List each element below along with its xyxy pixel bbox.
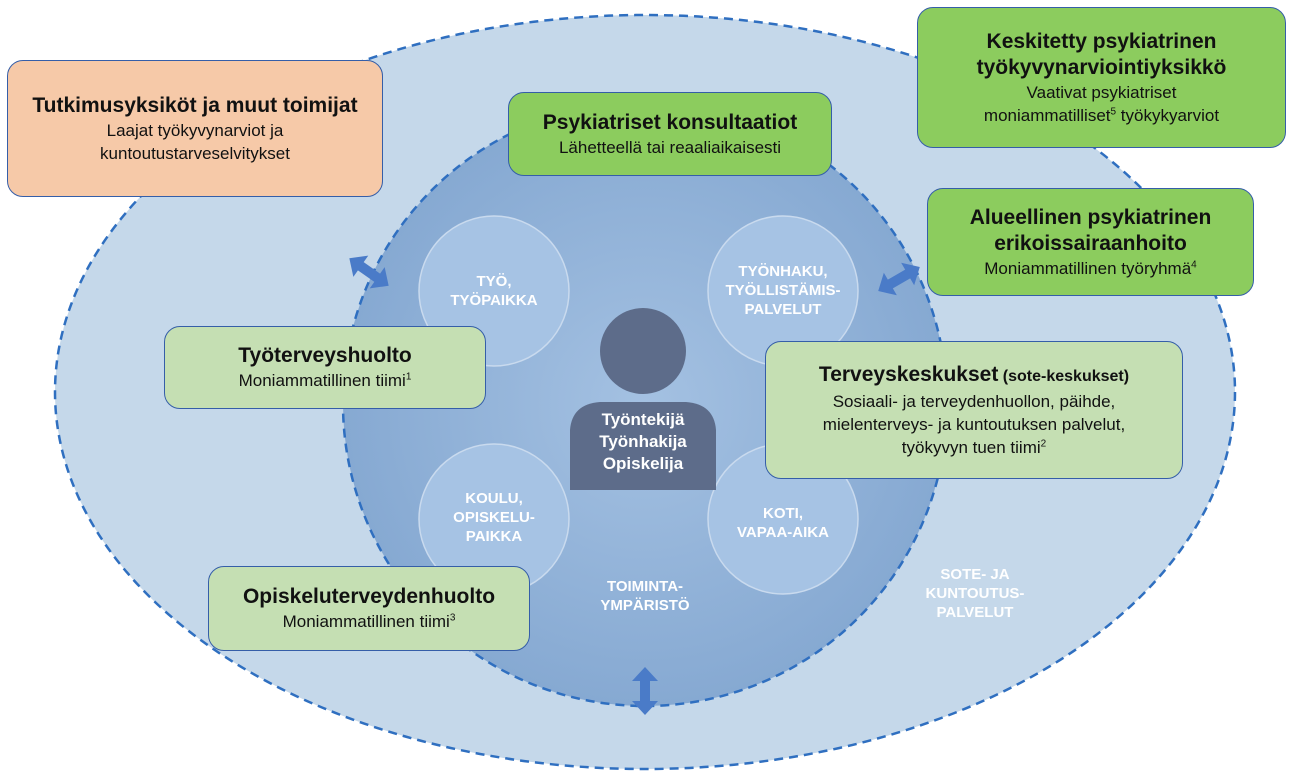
box-alueellinen-title1: Alueellinen psykiatrinen	[969, 205, 1212, 229]
footnote-2: 2	[1040, 437, 1047, 449]
circle-label-tyo: TYÖ, TYÖPAIKKA	[434, 272, 554, 310]
box-terveyskeskukset-title-small: (sote-keskukset)	[998, 367, 1130, 385]
double-arrow-left-icon	[349, 255, 389, 289]
label-toiminta-line2: YMPÄRISTÖ	[600, 597, 690, 614]
circle-label-koulu: KOULU, OPISKELU- PAIKKA	[434, 489, 554, 546]
box-terveyskeskukset-title: Terveyskeskukset (sote-keskukset)	[766, 362, 1182, 390]
box-tyoterveyshuolto-body1-text: Moniammatillinen tiimi	[238, 371, 406, 390]
circle-koti-line1: KOTI,	[763, 505, 803, 522]
box-keskitetty-title2: työkyvynarviointiyksikkö	[976, 55, 1227, 79]
double-arrow-bottom-icon	[632, 667, 658, 715]
person-label-line1: Työntekijä	[601, 410, 685, 429]
person-icon	[570, 308, 716, 490]
footnote-3: 3	[449, 612, 456, 624]
box-keskitetty-body2-tail: työkykyarviot	[1116, 105, 1220, 125]
box-tutkimusyksikot: Tutkimusyksiköt ja muut toimijat Laajat …	[7, 60, 383, 197]
footnote-5: 5	[1110, 105, 1117, 117]
person-label: Työntekijä Työnhakija Opiskelija	[573, 409, 713, 475]
box-alueellinen-body1-text: Moniammatillinen työryhmä	[984, 258, 1192, 278]
label-toiminta-line1: TOIMINTA-	[606, 578, 684, 595]
circle-tyo-line2: TYÖPAIKKA	[450, 292, 538, 309]
box-alueellinen-erikoissairaanhoito: Alueellinen psykiatrinen erikoissairaanh…	[927, 188, 1254, 296]
box-terveyskeskukset: Terveyskeskukset (sote-keskukset) Sosiaa…	[765, 341, 1183, 479]
box-opiskelu-body1: Moniammatillinen tiimi3	[209, 610, 529, 633]
box-keskitetty-arviointiyksikko: Keskitetty psykiatrinen työkyvynarvioint…	[917, 7, 1286, 148]
circle-koti-line2: VAPAA-AIKA	[737, 524, 829, 541]
box-alueellinen-body1: Moniammatillinen työryhmä4	[928, 257, 1253, 280]
box-keskitetty-body2: moniammatilliset5 työkykyarviot	[918, 104, 1285, 127]
box-tutkimusyksikot-title: Tutkimusyksiköt ja muut toimijat	[32, 93, 358, 117]
circle-tyonhaku-line2: TYÖLLISTÄMIS-	[725, 282, 841, 299]
box-keskitetty-body2-text: moniammatilliset	[983, 105, 1111, 125]
footnote-1: 1	[405, 371, 412, 383]
person-label-line2: Työnhakija	[599, 432, 687, 451]
box-terveyskeskukset-body3-text: työkyvyn tuen tiimi	[901, 437, 1041, 457]
box-psykiatriset-konsultaatiot: Psykiatriset konsultaatiot Lähetteellä t…	[508, 92, 832, 176]
circle-tyonhaku-line3: PALVELUT	[744, 301, 822, 318]
box-opiskelu-title: Opiskeluterveydenhuolto	[242, 585, 496, 608]
box-keskitetty-title1: Keskitetty psykiatrinen	[986, 29, 1217, 53]
person-label-line3: Opiskelija	[602, 454, 684, 473]
box-tutkimusyksikot-body1: Laajat työkyvynarviot ja	[106, 120, 284, 140]
footnote-4: 4	[1191, 258, 1197, 270]
circle-tyonhaku-line1: TYÖNHAKU,	[738, 263, 828, 280]
double-arrow-right-icon	[878, 262, 920, 296]
box-tutkimusyksikot-body2: kuntoutustarveselvitykset	[100, 143, 290, 163]
box-keskitetty-body1: Vaativat psykiatriset	[1026, 82, 1177, 102]
circle-koulu-line2: OPISKELU-	[453, 509, 535, 526]
circle-label-tyonhaku: TYÖNHAKU, TYÖLLISTÄMIS- PALVELUT	[713, 262, 853, 319]
box-konsultaatiot-body1: Lähetteellä tai reaaliaikaisesti	[558, 137, 782, 157]
label-toimintaymparisto: TOIMINTA- YMPÄRISTÖ	[575, 577, 715, 615]
box-tyoterveyshuolto-title: Työterveyshuolto	[238, 344, 412, 367]
circle-koulu-line1: KOULU,	[465, 490, 523, 507]
box-terveyskeskukset-body2: mielenterveys- ja kuntoutuksen palvelut,	[822, 414, 1126, 434]
box-opiskeluterveydenhuolto: Opiskeluterveydenhuolto Moniammatillinen…	[208, 566, 530, 651]
box-terveyskeskukset-title-text: Terveyskeskukset	[818, 362, 999, 386]
circle-label-koti: KOTI, VAPAA-AIKA	[713, 504, 853, 542]
box-terveyskeskukset-body1: Sosiaali- ja terveydenhuollon, päihde,	[832, 391, 1116, 411]
label-sote-line3: PALVELUT	[936, 604, 1014, 621]
circle-tyo-line1: TYÖ,	[476, 273, 512, 290]
box-alueellinen-title2: erikoissairaanhoito	[994, 231, 1187, 255]
circle-koulu-line3: PAIKKA	[465, 528, 523, 545]
box-tyoterveyshuolto: Työterveyshuolto Moniammatillinen tiimi1	[164, 326, 486, 409]
label-sote-line2: KUNTOUTUS-	[925, 585, 1025, 602]
box-konsultaatiot-title: Psykiatriset konsultaatiot	[542, 110, 798, 134]
box-terveyskeskukset-body3: työkyvyn tuen tiimi2	[766, 436, 1182, 459]
box-opiskelu-body1-text: Moniammatillinen tiimi	[282, 612, 450, 631]
label-sote-line1: SOTE- JA	[940, 566, 1010, 583]
label-sote-kuntoutuspalvelut: SOTE- JA KUNTOUTUS- PALVELUT	[905, 565, 1045, 622]
box-tyoterveyshuolto-body1: Moniammatillinen tiimi1	[165, 369, 485, 392]
